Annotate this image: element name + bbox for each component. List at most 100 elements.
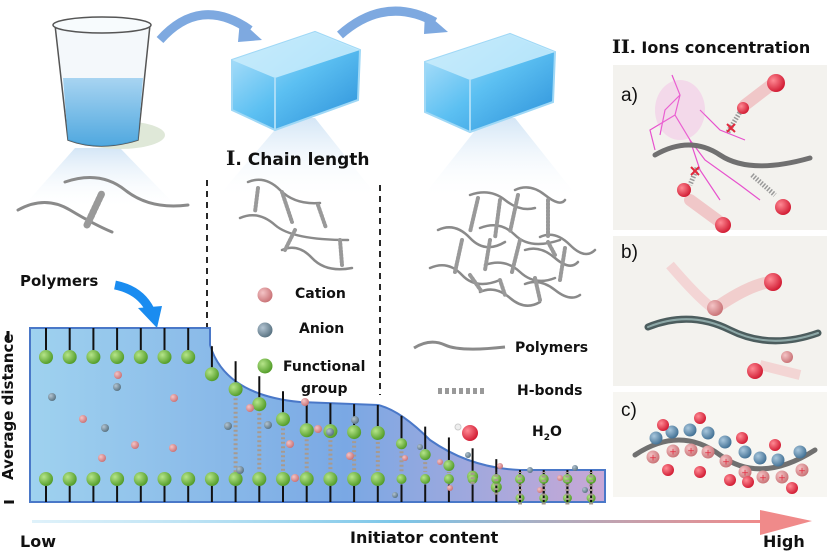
legend-polymers-label: Polymers	[515, 340, 589, 356]
legend-functional-line1: Functional	[283, 359, 366, 375]
functional-group	[323, 472, 338, 486]
functional-group	[586, 474, 597, 484]
bound-cation	[684, 443, 698, 457]
water-molecule	[657, 419, 669, 431]
functional-group	[86, 350, 101, 364]
water-molecule	[736, 432, 748, 444]
functional-group	[133, 350, 148, 364]
legend-h2o-label: H2O	[532, 424, 562, 443]
plus-sign: +	[722, 458, 730, 468]
cation	[314, 425, 322, 433]
functional-group	[181, 472, 196, 486]
functional-group	[157, 350, 172, 364]
section-two-title: . Ions concentration	[629, 38, 811, 57]
functional-group	[299, 472, 314, 486]
water-molecule	[724, 474, 736, 486]
plus-sign: +	[687, 447, 695, 457]
section-one-numeral: I	[226, 146, 236, 170]
polymers-pointer-arrow-head	[138, 306, 162, 328]
legend-functional-group-label: Functional group	[283, 356, 365, 400]
anion	[392, 492, 398, 498]
x-axis-arrow-shaft	[32, 520, 762, 523]
bound-anion	[665, 425, 679, 439]
functional-group	[347, 425, 362, 440]
section-one-title: . Chain length	[235, 150, 370, 170]
legend-functional-line2: group	[300, 381, 348, 397]
legend-h-bonds-label: H-bonds	[517, 383, 583, 399]
functional-group	[299, 423, 314, 438]
anion	[582, 487, 588, 493]
plus-sign: +	[759, 474, 767, 484]
legend-cation-label: Cation	[295, 286, 346, 302]
functional-group	[204, 472, 219, 486]
bound-cation	[738, 465, 752, 479]
cation	[170, 394, 178, 402]
section-one-heading: I. Chain length	[226, 146, 370, 170]
water-molecule	[694, 466, 706, 478]
functional-group	[62, 472, 77, 486]
bound-cation	[666, 444, 680, 458]
flow-arrow	[156, 10, 253, 44]
cation	[497, 463, 503, 469]
polymer-network-medium	[238, 178, 354, 271]
cation-legend-icon	[257, 287, 273, 303]
bound-anion	[701, 426, 715, 440]
functional-group	[252, 397, 267, 412]
polymers-pointer-arrow	[113, 280, 155, 313]
plus-sign: +	[649, 454, 657, 464]
cation	[346, 452, 354, 460]
x-axis-title: Initiator content	[350, 528, 499, 547]
bound-cation	[795, 463, 809, 477]
functional-group	[562, 474, 573, 484]
bound-cation	[756, 470, 770, 484]
hydrated-chain-illustration	[644, 261, 822, 380]
anion	[465, 452, 471, 458]
cation	[79, 415, 87, 423]
functional-group	[86, 472, 101, 486]
polymer-pair-illustration	[16, 176, 190, 234]
plus-sign: +	[741, 469, 749, 479]
functional-group-legend-icon	[257, 358, 273, 374]
anion-legend-icon	[257, 322, 273, 338]
panel-c-label: c)	[621, 400, 637, 421]
cation	[447, 485, 453, 491]
cation	[98, 454, 106, 462]
bound-anion	[683, 423, 697, 437]
bound-cation	[775, 470, 789, 484]
water-molecule	[786, 482, 798, 494]
panel-b-label: b)	[621, 242, 638, 263]
functional-group	[420, 474, 431, 484]
ion-disruption-illustration	[649, 74, 813, 233]
x-axis-high-label: High	[763, 532, 805, 551]
water-legend-icon	[454, 423, 478, 441]
functional-group	[133, 472, 148, 486]
anion	[113, 383, 121, 391]
functional-group	[39, 472, 53, 486]
functional-group	[62, 350, 77, 364]
cation	[402, 455, 408, 461]
polymer-network-dense	[428, 186, 597, 307]
functional-group	[228, 472, 243, 486]
bound-anion	[771, 453, 785, 467]
polymers-pointer-label: Polymers	[20, 272, 99, 290]
plus-sign: +	[778, 474, 786, 484]
functional-group	[252, 472, 267, 486]
functional-group	[515, 474, 525, 484]
plus-sign: +	[669, 448, 677, 458]
functional-group	[370, 472, 385, 486]
anion	[264, 421, 272, 429]
h2o-subscript: 2	[543, 432, 550, 443]
h2o-o: O	[549, 424, 562, 440]
bound-cation	[646, 450, 660, 464]
panel-a	[613, 65, 827, 230]
functional-group	[39, 350, 53, 364]
panel-a-label: a)	[621, 85, 638, 106]
y-axis-label: Average distance	[0, 333, 17, 480]
cation	[131, 441, 139, 449]
anion	[527, 467, 533, 473]
functional-group	[491, 474, 502, 484]
section-two-heading: II. Ions concentration	[612, 36, 810, 58]
cation	[286, 440, 294, 448]
functional-group	[370, 425, 385, 440]
cation	[557, 475, 563, 481]
